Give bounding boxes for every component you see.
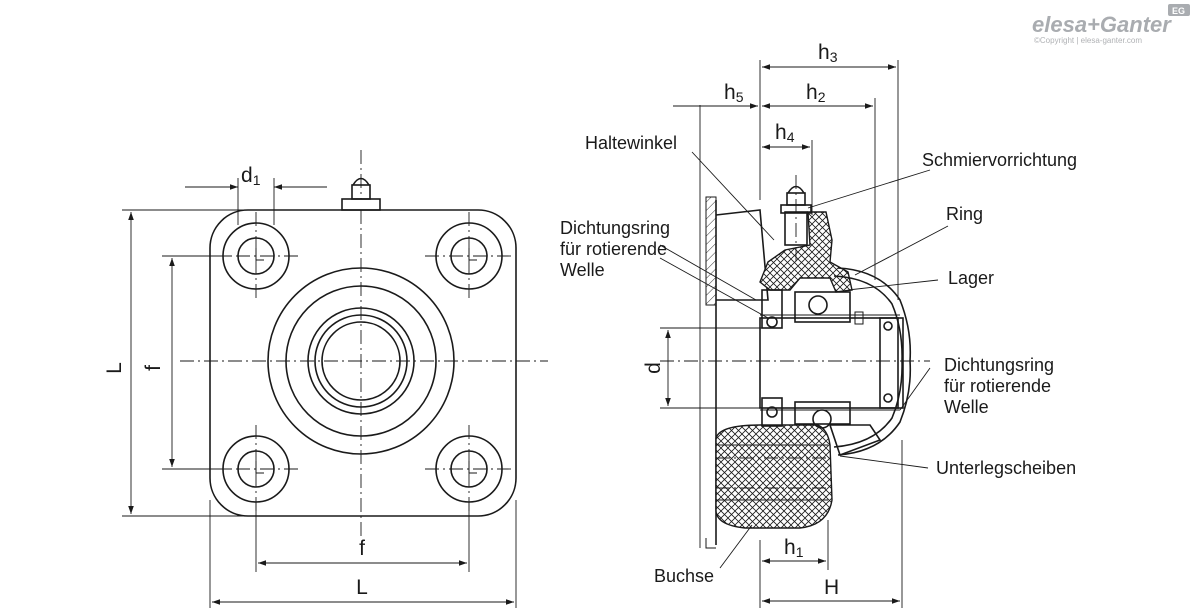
svg-text:Dichtungsring: Dichtungsring [560, 218, 670, 238]
badge-icon [1168, 4, 1190, 16]
dim-h1: h1 [759, 520, 829, 608]
badge-text: EG [1172, 6, 1185, 16]
dim-H-label: H [824, 576, 839, 599]
dim-f-vertical-label: f [142, 365, 165, 371]
svg-text:Welle: Welle [560, 260, 605, 280]
dim-h2-label: h [806, 81, 818, 104]
svg-text:h3: h3 [818, 41, 838, 65]
dim-f-horizontal: f [255, 502, 470, 572]
dim-L-horizontal: L [209, 500, 517, 608]
front-view: d1 f L f L [103, 150, 548, 608]
svg-text:h2: h2 [806, 81, 826, 105]
brand-name: elesa+Ganter [1032, 12, 1172, 37]
cover-ring [833, 267, 912, 456]
dim-d: d [642, 327, 765, 409]
dim-d1-label: d [241, 164, 253, 187]
label-schmiervorrichtung: Schmiervorrichtung [922, 150, 1077, 170]
svg-text:d1: d1 [241, 164, 261, 188]
housing-section [715, 211, 853, 529]
dim-H: H [762, 440, 903, 608]
label-lager: Lager [948, 268, 994, 288]
bearing-and-shaft [660, 289, 930, 457]
dim-d-label: d [642, 362, 665, 374]
label-buchse: Buchse [654, 566, 714, 586]
holding-bracket [699, 105, 769, 549]
brand-logo: elesa+Ganter EG ©Copyright | elesa-gante… [1032, 4, 1190, 45]
svg-text:h5: h5 [724, 81, 744, 105]
dim-d1: d1 [185, 164, 327, 225]
section-view: d h3 h5 h2 h4 h1 [560, 41, 1077, 608]
grease-nipple-front [341, 150, 381, 211]
label-dichtungsring-left: Dichtungsring für rotierende Welle [560, 218, 670, 280]
dim-L-horizontal-label: L [356, 576, 368, 599]
label-haltewinkel: Haltewinkel [585, 133, 677, 153]
dim-h3-label: h [818, 41, 830, 64]
dim-h5-label: h [724, 81, 736, 104]
svg-text:Dichtungsring: Dichtungsring [944, 355, 1054, 375]
grease-nipple-section [780, 175, 812, 262]
svg-text:Welle: Welle [944, 397, 989, 417]
copyright-text: ©Copyright | elesa-ganter.com [1034, 36, 1142, 45]
label-dichtungsring-right: Dichtungsring für rotierende Welle [944, 355, 1054, 417]
label-ring: Ring [946, 204, 983, 224]
dim-h1-label: h [784, 536, 796, 559]
dim-h4: h4 [762, 121, 813, 215]
svg-text:für rotierende: für rotierende [944, 376, 1051, 396]
dim-L-vertical: L [103, 209, 300, 517]
dim-h2: h2 [762, 81, 876, 280]
leader-lines [659, 151, 949, 569]
dim-L-vertical-label: L [103, 362, 126, 374]
svg-text:h1: h1 [784, 536, 804, 560]
dim-f-horizontal-label: f [359, 537, 365, 560]
dim-h4-label: h [775, 121, 787, 144]
svg-text:für rotierende: für rotierende [560, 239, 667, 259]
svg-text:h4: h4 [775, 121, 795, 145]
dim-f-vertical: f [142, 255, 230, 470]
dim-h5: h5 [673, 81, 758, 109]
label-unterlegscheiben: Unterlegscheiben [936, 458, 1076, 478]
